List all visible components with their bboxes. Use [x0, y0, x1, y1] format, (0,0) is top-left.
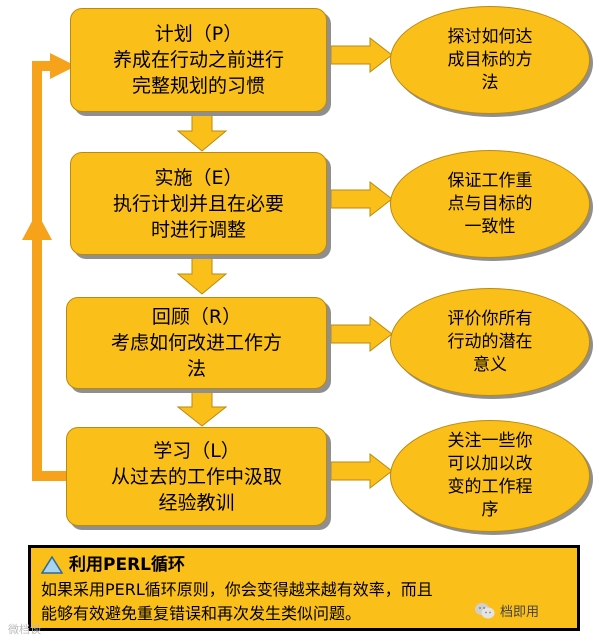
down-arrow-2	[176, 253, 228, 295]
right-arrow-1	[319, 36, 393, 74]
outcome-line: 一致性	[464, 216, 516, 237]
step-text-line: 执行计划并且在必要	[112, 192, 284, 215]
outcome-line: 序	[481, 500, 499, 520]
step-text-line: 时进行调整	[150, 218, 246, 241]
down-arrow-3	[176, 387, 228, 427]
step-text-line: 养成在行动之前进行	[112, 49, 284, 71]
step-review: 回顾（R） 考虑如何改进工作方 法	[66, 297, 327, 389]
step-title: 学习（L）	[153, 439, 240, 462]
right-arrow-2	[319, 180, 393, 218]
step-title: 计划（P）	[154, 23, 243, 45]
outcome-learn: 关注一些你 可以加以改 变的工作程 序	[390, 420, 590, 532]
step-plan: 计划（P） 养成在行动之前进行 完整规划的习惯	[70, 8, 327, 112]
outcome-plan: 探讨如何达 成目标的方 法	[390, 6, 590, 114]
step-title: 回顾（R）	[151, 306, 242, 328]
outcome-line: 关注一些你	[447, 431, 533, 451]
down-arrow-1	[176, 110, 228, 152]
outcome-line: 成目标的方	[447, 49, 533, 70]
note-header: 利用PERL循环	[41, 554, 567, 576]
loop-arrow	[22, 53, 76, 481]
outcome-execute: 保证工作重 点与目标的 一致性	[390, 150, 590, 258]
step-learn: 学习（L） 从过去的工作中汲取 经验教训	[66, 427, 327, 526]
right-arrows	[319, 36, 393, 490]
step-text-line: 考虑如何改进工作方	[110, 332, 282, 354]
note-line: 能够有效避免重复错误和再次发生类似问题。	[41, 604, 362, 623]
step-text-line: 完整规划的习惯	[131, 75, 265, 97]
outcome-line: 行动的潜在	[447, 331, 533, 352]
outcome-line: 探讨如何达	[447, 26, 533, 47]
outcome-line: 意义	[473, 354, 507, 375]
step-text-line: 从过去的工作中汲取	[110, 465, 282, 488]
note-body: 如果采用PERL循环原则，你会变得越来越有效率，而且 能够有效避免重复错误和再次…	[41, 578, 567, 626]
wechat-icon	[475, 602, 495, 618]
triangle-icon	[41, 556, 63, 574]
outcome-line: 变的工作程	[447, 477, 533, 497]
watermark-text: 档即用	[500, 605, 540, 620]
outcome-line: 保证工作重	[447, 170, 533, 191]
outcome-review: 评价你所有 行动的潜在 意义	[390, 288, 590, 396]
outcome-line: 评价你所有	[447, 308, 533, 329]
step-execute: 实施（E） 执行计划并且在必要 时进行调整	[70, 152, 327, 255]
outcome-line: 法	[481, 72, 499, 93]
down-arrows	[176, 110, 228, 427]
right-arrow-4	[319, 452, 393, 490]
note-line: 如果采用PERL循环原则，你会变得越来越有效率，而且	[41, 580, 433, 599]
outcome-line: 点与目标的	[447, 193, 533, 214]
step-text-line: 经验教训	[158, 491, 235, 514]
step-title: 实施（E）	[154, 166, 243, 189]
note-title: 利用PERL循环	[69, 555, 185, 575]
watermark: 档即用	[474, 601, 539, 620]
step-text-line: 法	[186, 358, 206, 380]
corner-watermark: 微档谈	[8, 623, 41, 636]
outcome-line: 可以加以改	[447, 454, 533, 474]
right-arrow-3	[319, 315, 393, 353]
note-box: 利用PERL循环 如果采用PERL循环原则，你会变得越来越有效率，而且 能够有效…	[28, 545, 580, 631]
